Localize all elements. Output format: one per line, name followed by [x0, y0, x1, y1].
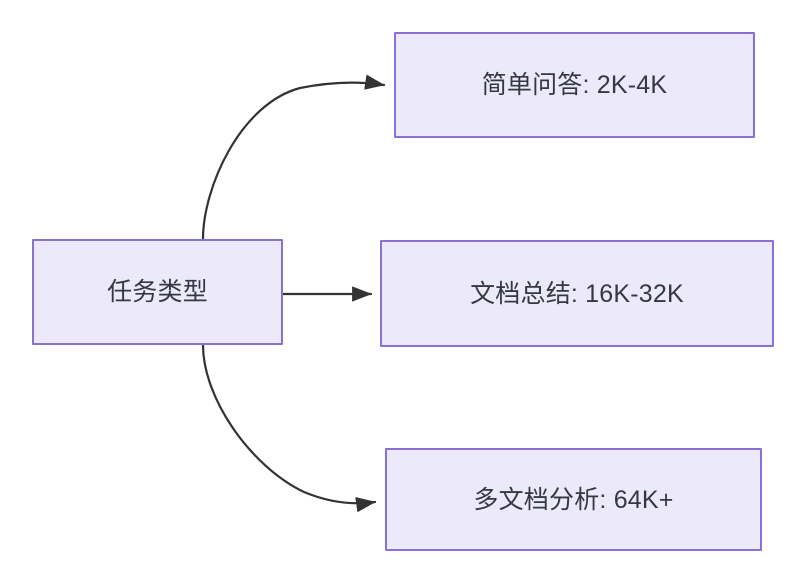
node-multi-doc-label: 多文档分析: 64K+ — [473, 485, 674, 514]
edge-root-to-simple-qa — [201, 74, 386, 241]
node-task-type[interactable]: 任务类型 — [32, 239, 283, 345]
node-doc-summary-label: 文档总结: 16K-32K — [470, 279, 684, 308]
edge-root-to-multi-doc — [201, 343, 377, 513]
node-simple-qa-label: 简单问答: 2K-4K — [481, 71, 668, 99]
node-doc-summary[interactable]: 文档总结: 16K-32K — [380, 240, 774, 347]
node-task-type-label: 任务类型 — [107, 278, 208, 306]
node-simple-qa[interactable]: 简单问答: 2K-4K — [394, 32, 755, 138]
node-multi-doc[interactable]: 多文档分析: 64K+ — [385, 448, 762, 551]
